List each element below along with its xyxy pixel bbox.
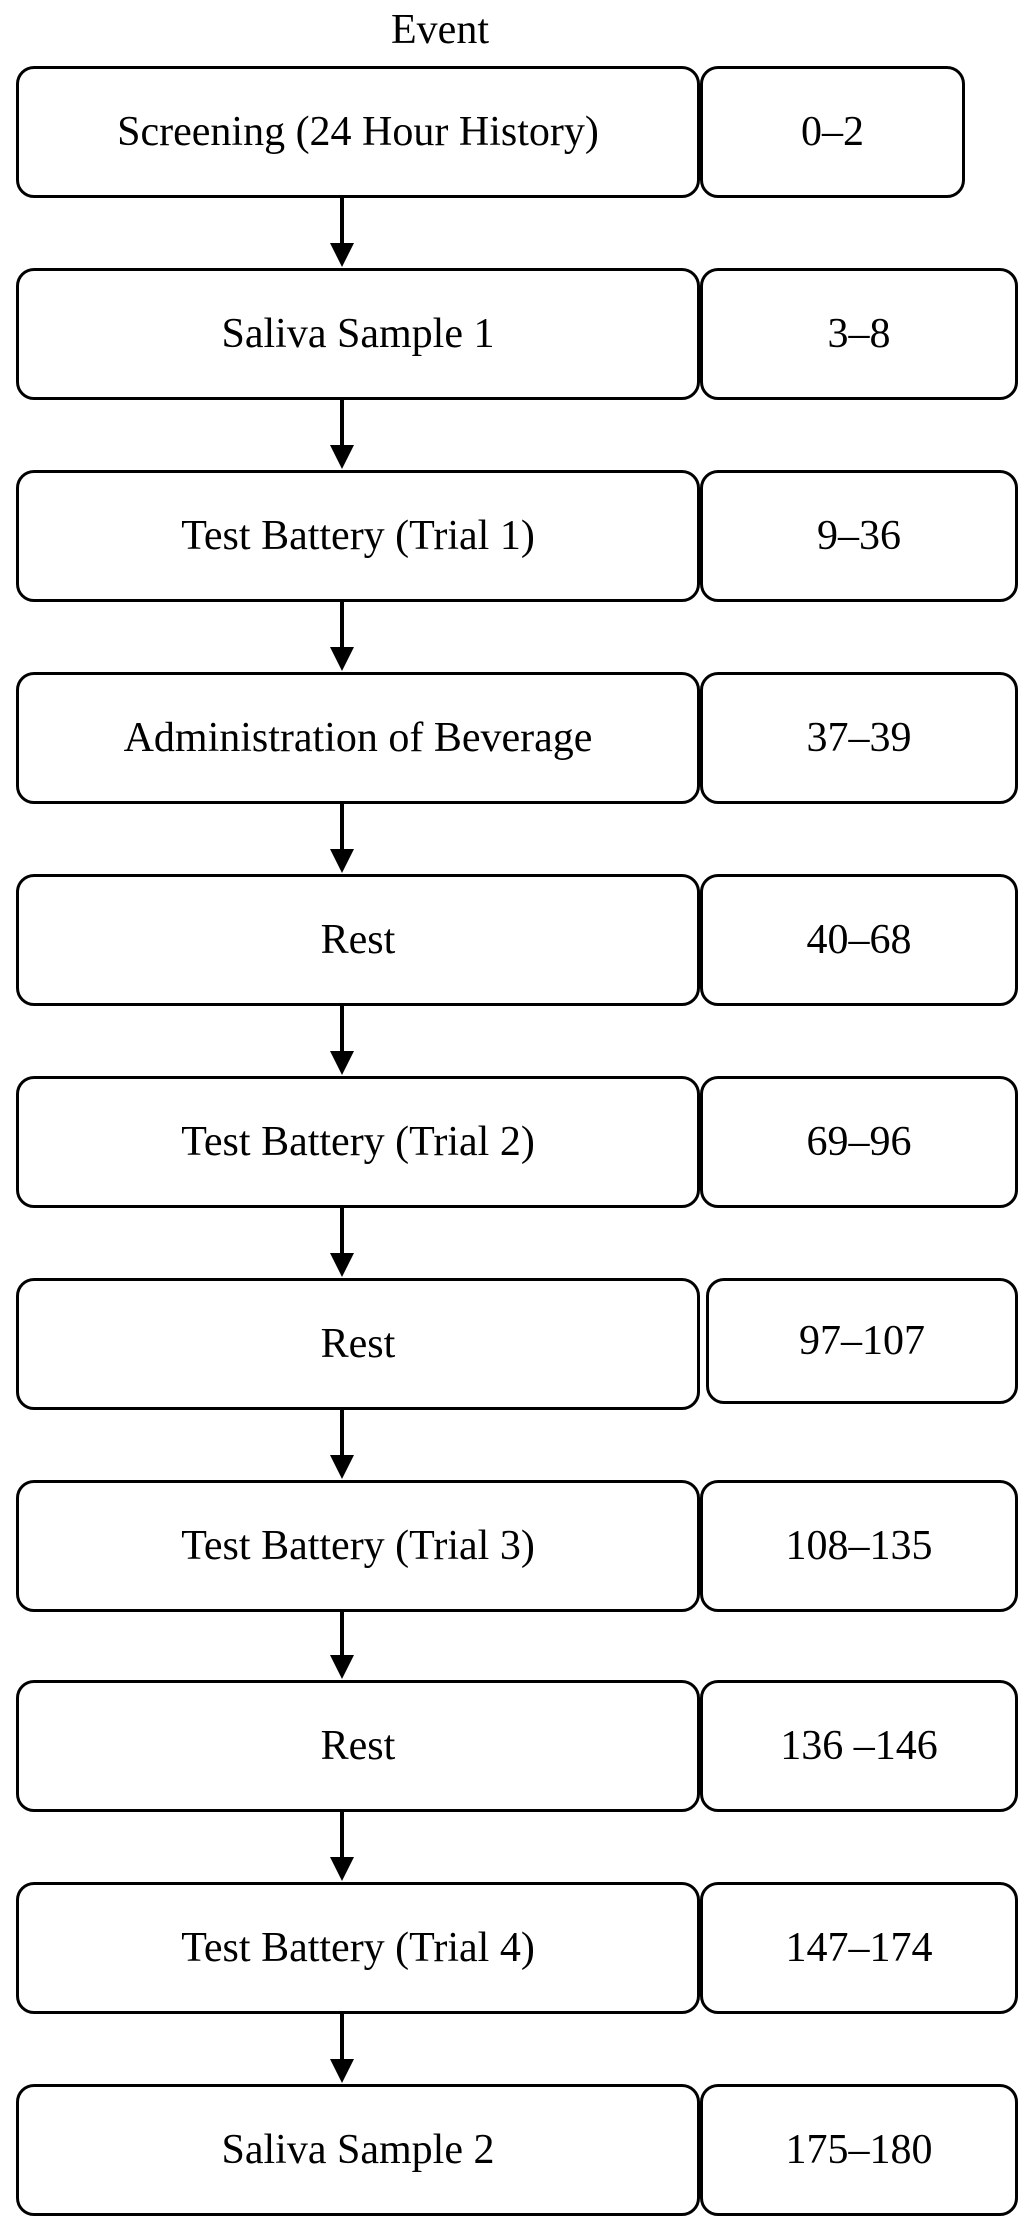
flow-arrow <box>330 1006 354 1075</box>
event-box-test-battery-trial-2: Test Battery (Trial 2) <box>16 1076 700 1208</box>
flow-arrow <box>330 400 354 469</box>
event-box-test-battery-trial-3: Test Battery (Trial 3) <box>16 1480 700 1612</box>
event-box-rest-2: Rest <box>16 1278 700 1410</box>
flow-arrow <box>330 1612 354 1679</box>
flow-arrow <box>330 1410 354 1479</box>
time-box-test-battery-trial-1: 9–36 <box>700 470 1018 602</box>
flow-arrow <box>330 198 354 267</box>
time-box-rest-2: 97–107 <box>706 1278 1018 1404</box>
flow-arrow <box>330 602 354 671</box>
event-box-test-battery-trial-1: Test Battery (Trial 1) <box>16 470 700 602</box>
event-box-saliva-sample-1: Saliva Sample 1 <box>16 268 700 400</box>
flow-arrow <box>330 804 354 873</box>
event-box-rest-1: Rest <box>16 874 700 1006</box>
time-box-rest-3: 136 –146 <box>700 1680 1018 1812</box>
event-box-screening: Screening (24 Hour History) <box>16 66 700 198</box>
time-box-test-battery-trial-4: 147–174 <box>700 1882 1018 2014</box>
time-box-screening: 0–2 <box>700 66 965 198</box>
time-box-saliva-sample-1: 3–8 <box>700 268 1018 400</box>
flow-arrow <box>330 1208 354 1277</box>
event-box-rest-3: Rest <box>16 1680 700 1812</box>
time-box-test-battery-trial-3: 108–135 <box>700 1480 1018 1612</box>
time-box-administration-of-beverage: 37–39 <box>700 672 1018 804</box>
time-box-saliva-sample-2: 175–180 <box>700 2084 1018 2216</box>
event-box-test-battery-trial-4: Test Battery (Trial 4) <box>16 1882 700 2014</box>
event-box-saliva-sample-2: Saliva Sample 2 <box>16 2084 700 2216</box>
flow-arrow <box>330 2014 354 2083</box>
event-box-administration-of-beverage: Administration of Beverage <box>16 672 700 804</box>
event-column-header: Event <box>391 7 489 53</box>
time-box-rest-1: 40–68 <box>700 874 1018 1006</box>
flow-arrow <box>330 1812 354 1881</box>
time-box-test-battery-trial-2: 69–96 <box>700 1076 1018 1208</box>
